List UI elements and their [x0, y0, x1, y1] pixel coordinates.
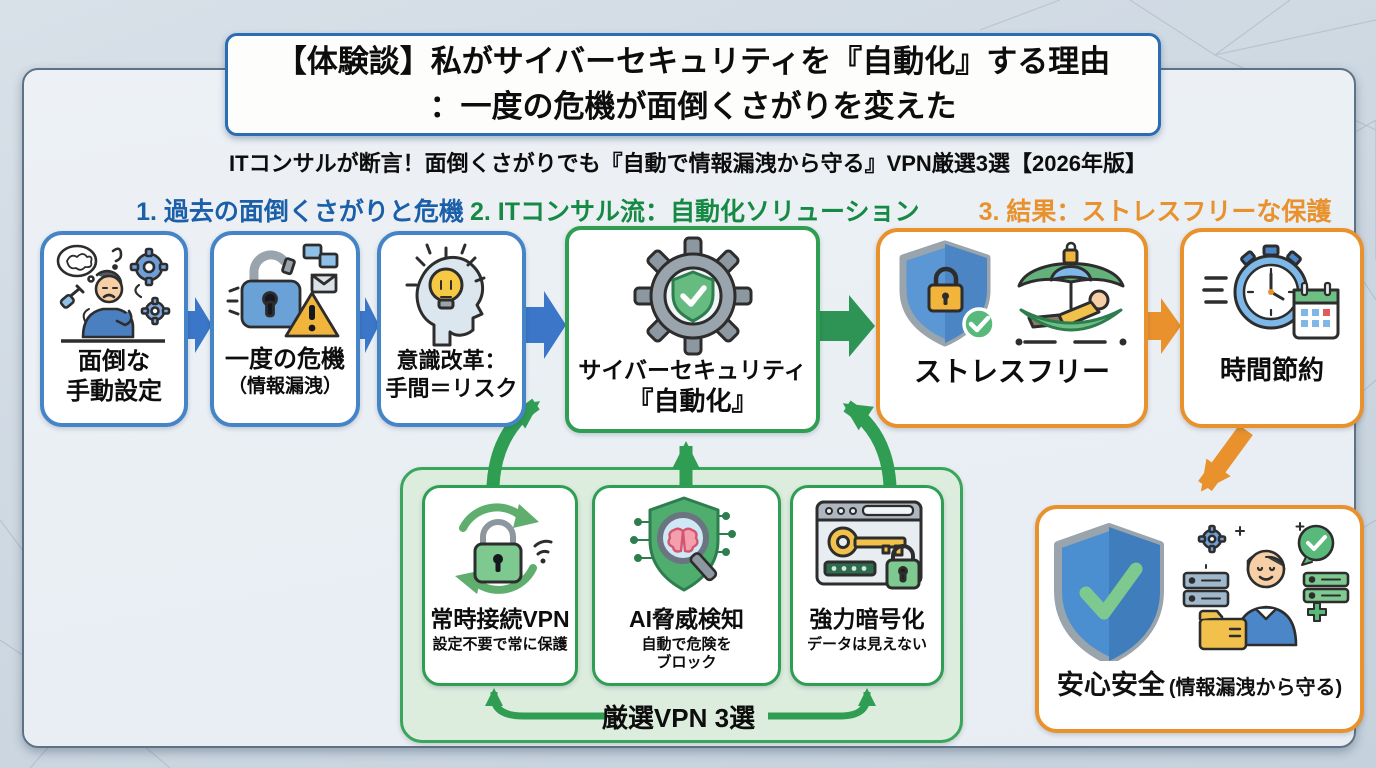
box-mindset-change: 意識改革： 手間＝リスク — [377, 231, 526, 427]
encryption-icon — [803, 494, 931, 606]
safe-shield-check-icon — [1050, 521, 1168, 661]
box-one-crisis: 一度の危機 （情報漏洩） — [210, 231, 360, 427]
frustrated-person-icon — [53, 241, 175, 347]
final-label-sub: (情報漏洩から守る) — [1168, 677, 1343, 699]
ai-threat-icon — [624, 494, 750, 606]
vpn2-subtitle-line2: ブロック — [656, 654, 717, 672]
stress-free-label: ストレスフリー — [913, 356, 1110, 387]
box-stress-free: ストレスフリー — [876, 228, 1148, 428]
step3-label-line2: 手間＝リスク — [385, 375, 518, 401]
autoconnect-lock-icon — [439, 494, 561, 606]
vpn3-title: 強力暗号化 — [809, 606, 925, 632]
center-label-line2: 『自動化』 — [627, 385, 758, 416]
box-automation-center: サイバーセキュリティ 『自動化』 — [565, 226, 820, 433]
stopwatch-calendar-icon — [1202, 238, 1342, 350]
protected-user-icon — [1182, 521, 1350, 661]
center-label-line1: サイバーセキュリティ — [578, 357, 807, 383]
box-strong-encryption: 強力暗号化 データは見えない — [790, 485, 944, 686]
step2-label-line2: （情報漏洩） — [227, 376, 342, 397]
title-box: 【体験談】私がサイバーセキュリティを『自動化』する理由 ：一度の危機が面倒くさが… — [225, 33, 1161, 136]
vpn1-title: 常時接続VPN — [430, 606, 570, 632]
broken-lock-warning-icon — [224, 241, 346, 345]
step3-label-line1: 意識改革： — [396, 348, 507, 373]
page-title-line1: 【体験談】私がサイバーセキュリティを『自動化』する理由 — [275, 44, 1111, 80]
box-always-on-vpn: 常時接続VPN 設定不要で常に保護 — [422, 485, 578, 686]
time-saving-label: 時間節約 — [1219, 355, 1324, 385]
vpn2-title: AI脅威検知 — [629, 606, 744, 632]
page-title-line2: ：一度の危機が面倒くさがりを変えた — [429, 88, 957, 124]
section-header-3: 3. 結果：ストレスフリーな保護 — [978, 198, 1332, 226]
gear-shield-icon — [632, 236, 754, 356]
vpn-selection-label: 厳選VPN 3選 — [601, 703, 756, 733]
vpn1-subtitle: 設定不要で常に保護 — [432, 635, 568, 653]
vpn2-subtitle-line1: 自動で危険を — [641, 635, 732, 653]
idea-head-icon — [394, 241, 510, 347]
section-header-2: 2. ITコンサル流：自動化ソリューション — [470, 198, 920, 226]
box-time-saving: 時間節約 — [1180, 228, 1364, 428]
shield-lock-icon — [893, 238, 1001, 350]
section-header-1: 1. 過去の面倒くさがりと危機 — [136, 198, 464, 226]
step2-label-line1: 一度の危機 — [225, 346, 345, 373]
hammock-relax-icon — [1011, 238, 1131, 350]
vpn3-subtitle: データは見えない — [806, 635, 927, 653]
box-ai-threat-detection: AI脅威検知 自動で危険を ブロック — [592, 485, 781, 686]
subtitle: ITコンサルが断言！面倒くさがりでも『自動で情報漏洩から守る』VPN厳選3選【2… — [229, 151, 1147, 176]
box-manual-setup: 面倒な 手動設定 — [40, 231, 188, 427]
final-label-main: 安心安全 — [1056, 670, 1165, 700]
box-safe-secure: 安心安全 (情報漏洩から守る) — [1035, 505, 1364, 733]
step1-label-line2: 手動設定 — [66, 378, 162, 405]
step1-label-line1: 面倒な — [78, 348, 150, 375]
